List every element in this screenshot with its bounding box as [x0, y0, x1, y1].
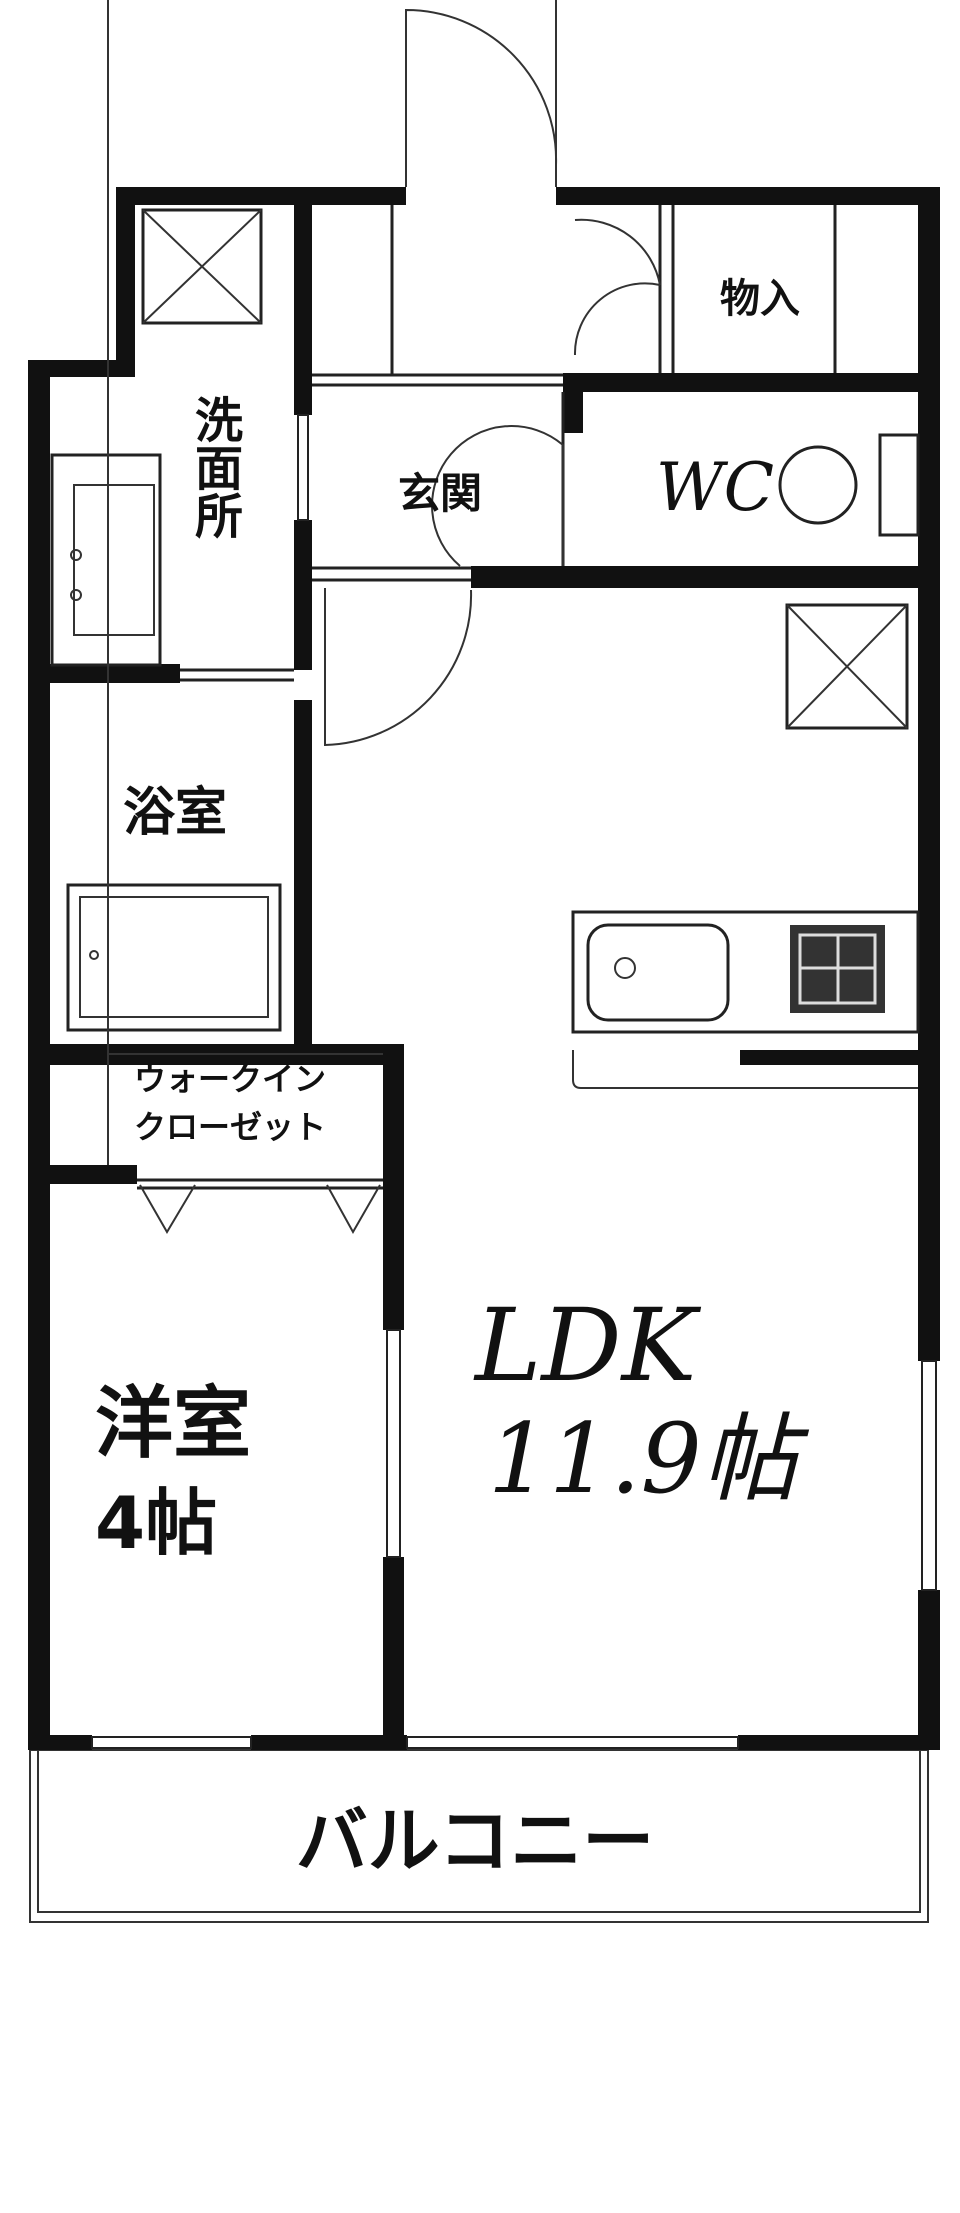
ventilation-box-ldk [785, 603, 909, 730]
balcony-outer-rail [29, 1749, 929, 1923]
ldk-size: 11.9帖 [488, 1403, 810, 1515]
entry-door [405, 0, 558, 187]
washroom-label: 洗面所 [186, 395, 243, 539]
closet-doors [107, 0, 383, 1235]
bathtub [66, 883, 282, 1032]
wic-label-line1: ウォークイン [134, 1060, 326, 1098]
entrance-label: 玄関 [398, 469, 482, 518]
toilet [778, 433, 920, 537]
ldk-label: LDK [473, 1287, 702, 1404]
wc-label: WC [656, 449, 774, 526]
storage-label: 物入 [720, 276, 800, 322]
washbasin [50, 453, 162, 667]
bathroom-label: 浴室 [123, 783, 227, 843]
western-room-size: 4帖 [95, 1481, 217, 1565]
walls [28, 187, 940, 1750]
windows [91, 414, 937, 1749]
western-room-label: 洋室 [95, 1379, 251, 1469]
interior-lines [180, 205, 837, 747]
kitchen-counter [571, 910, 920, 1089]
balcony-label: バルコニー [296, 1799, 655, 1883]
wic-label-line2: クローゼット [134, 1108, 326, 1146]
ventilation-box-washroom [141, 208, 263, 325]
